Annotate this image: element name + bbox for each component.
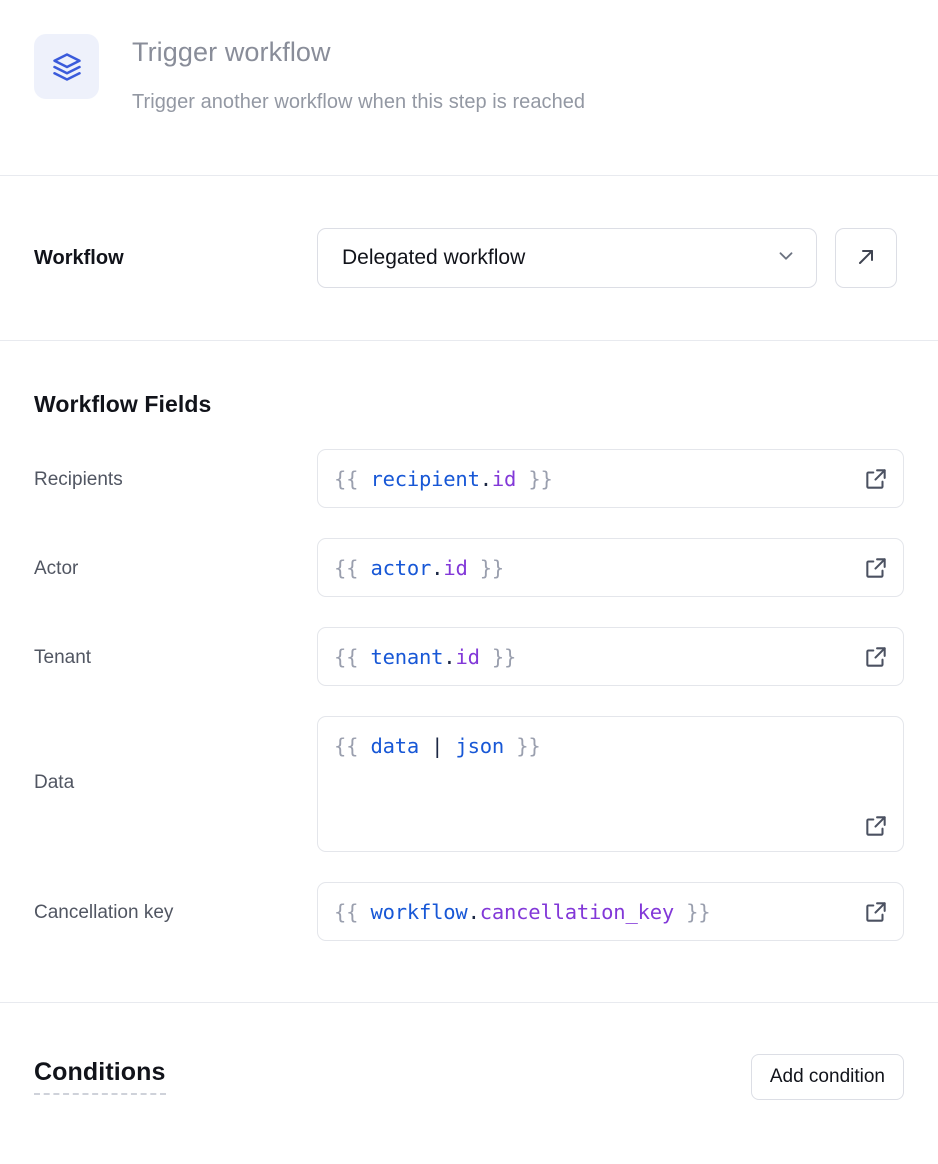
conditions-section: Conditions Add condition: [0, 1003, 938, 1150]
field-label: Actor: [34, 538, 317, 580]
external-link-icon[interactable]: [863, 897, 889, 925]
field-input-data[interactable]: {{ data | json }}: [317, 716, 904, 852]
chevron-down-icon: [775, 245, 797, 272]
field-input-actor[interactable]: {{ actor.id }}: [317, 538, 904, 597]
open-workflow-button[interactable]: [835, 228, 897, 288]
field-row: Data{{ data | json }}: [34, 716, 904, 852]
workflow-section: Workflow Delegated workflow: [0, 176, 938, 340]
field-input-recipients[interactable]: {{ recipient.id }}: [317, 449, 904, 508]
field-row: Cancellation key {{ workflow.cancellation…: [34, 882, 904, 941]
liquid-template-value: {{ tenant.id }}: [334, 642, 516, 672]
header-text-group: Trigger workflow Trigger another workflo…: [132, 34, 585, 115]
fields-bottom-spacer: [34, 941, 904, 1002]
workflow-label: Workflow: [34, 247, 317, 270]
layers-stack-icon: [34, 34, 99, 99]
fields-list: Recipients {{ recipient.id }} Actor {{ acto…: [34, 449, 904, 941]
panel-header: Trigger workflow Trigger another workflo…: [0, 0, 938, 175]
conditions-title: Conditions: [34, 1058, 166, 1095]
liquid-template-value: {{ actor.id }}: [334, 553, 504, 583]
field-label: Data: [34, 716, 317, 794]
workflow-fields-section: Workflow Fields Recipients {{ recipient.i…: [0, 341, 938, 1002]
field-input-tenant[interactable]: {{ tenant.id }}: [317, 627, 904, 686]
add-condition-button[interactable]: Add condition: [751, 1054, 904, 1100]
field-row: Tenant {{ tenant.id }}: [34, 627, 904, 686]
external-link-icon[interactable]: [863, 813, 889, 839]
liquid-template-value: {{ workflow.cancellation_key }}: [334, 897, 710, 927]
field-label: Recipients: [34, 449, 317, 491]
field-label: Tenant: [34, 627, 317, 669]
page-subtitle: Trigger another workflow when this step …: [132, 89, 585, 115]
liquid-template-value: {{ data | json }}: [334, 731, 541, 839]
workflow-select[interactable]: Delegated workflow: [317, 228, 817, 288]
workflow-fields-heading: Workflow Fields: [34, 341, 904, 418]
external-link-icon[interactable]: [863, 642, 889, 670]
field-input-cancellation-key[interactable]: {{ workflow.cancellation_key }}: [317, 882, 904, 941]
liquid-template-value: {{ recipient.id }}: [334, 464, 553, 494]
arrow-up-right-icon: [854, 245, 878, 272]
external-link-icon[interactable]: [863, 553, 889, 581]
page-title: Trigger workflow: [132, 35, 585, 71]
external-link-icon[interactable]: [863, 464, 889, 492]
field-row: Actor {{ actor.id }}: [34, 538, 904, 597]
field-row: Recipients {{ recipient.id }}: [34, 449, 904, 508]
workflow-select-value: Delegated workflow: [342, 246, 525, 270]
field-label: Cancellation key: [34, 882, 317, 924]
